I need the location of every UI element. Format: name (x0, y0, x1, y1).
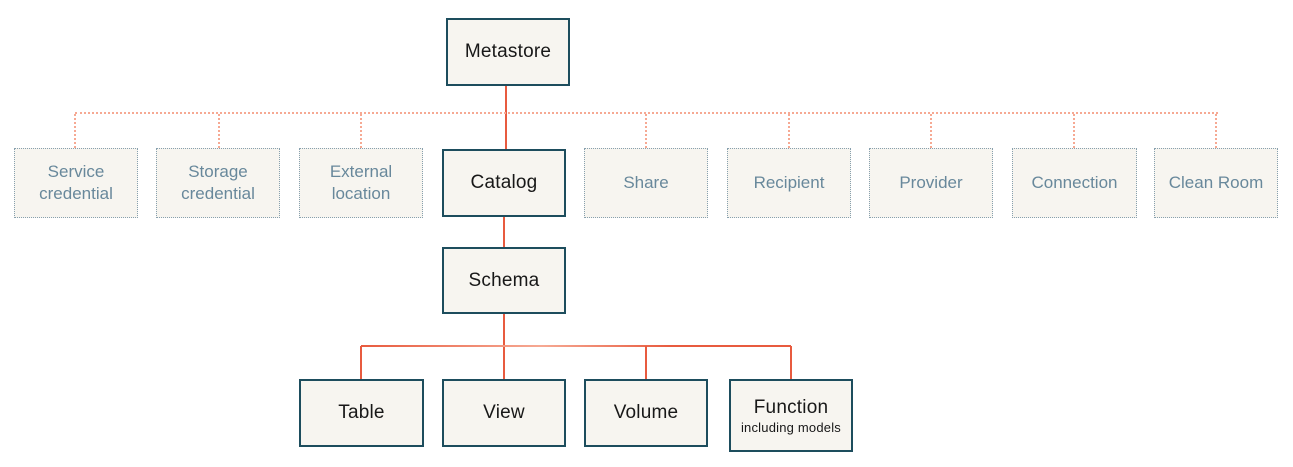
connector-metastore-catalog (505, 86, 507, 149)
node-share: Share (584, 148, 708, 218)
node-connection: Connection (1012, 148, 1137, 218)
node-function-sublabel: including models (740, 419, 842, 435)
node-share-label: Share (623, 172, 669, 192)
connector-dotted-drop-share (645, 114, 647, 148)
connector-drop-table (360, 346, 362, 379)
connector-dotted-drop-recipient (788, 114, 790, 148)
connector-drop-function (790, 346, 792, 379)
node-schema-label: Schema (468, 269, 540, 291)
node-catalog: Catalog (442, 149, 566, 217)
connector-catalog-schema (503, 217, 505, 247)
node-catalog-label: Catalog (470, 172, 538, 193)
node-function: Function including models (729, 379, 853, 452)
node-clean-room-label: Clean Room (1168, 172, 1264, 192)
node-recipient-label: Recipient (753, 172, 825, 192)
node-service-credential-label: Service credential (39, 161, 113, 203)
node-view: View (442, 379, 566, 447)
node-clean-room: Clean Room (1154, 148, 1278, 218)
connector-dotted-drop-provider (930, 114, 932, 148)
connector-dotted-drop-service-credential (74, 114, 76, 148)
node-provider: Provider (869, 148, 993, 218)
node-external-location: External location (299, 148, 423, 218)
node-recipient: Recipient (727, 148, 851, 218)
connector-drop-volume (645, 346, 647, 379)
connector-dotted-drop-clean-room (1215, 114, 1217, 148)
connector-dotted-horizontal (75, 112, 1218, 114)
node-service-credential: Service credential (14, 148, 138, 218)
node-volume-label: Volume (613, 402, 679, 423)
node-function-label: Function (753, 396, 829, 418)
connector-schema-children-horizontal (361, 345, 791, 347)
connector-dotted-drop-storage-credential (218, 114, 220, 148)
node-connection-label: Connection (1031, 172, 1118, 192)
node-metastore-label: Metastore (464, 41, 552, 62)
connector-dotted-drop-connection (1073, 114, 1075, 148)
node-volume: Volume (584, 379, 708, 447)
node-storage-credential-label: Storage credential (181, 161, 255, 203)
node-schema: Schema (442, 247, 566, 314)
node-metastore: Metastore (446, 18, 570, 86)
node-storage-credential: Storage credential (156, 148, 280, 218)
node-table-label: Table (338, 402, 385, 423)
node-external-location-label: External location (329, 161, 393, 203)
node-table: Table (299, 379, 424, 447)
node-view-label: View (483, 402, 525, 423)
node-provider-label: Provider (899, 172, 963, 192)
connector-dotted-drop-external-location (360, 114, 362, 148)
